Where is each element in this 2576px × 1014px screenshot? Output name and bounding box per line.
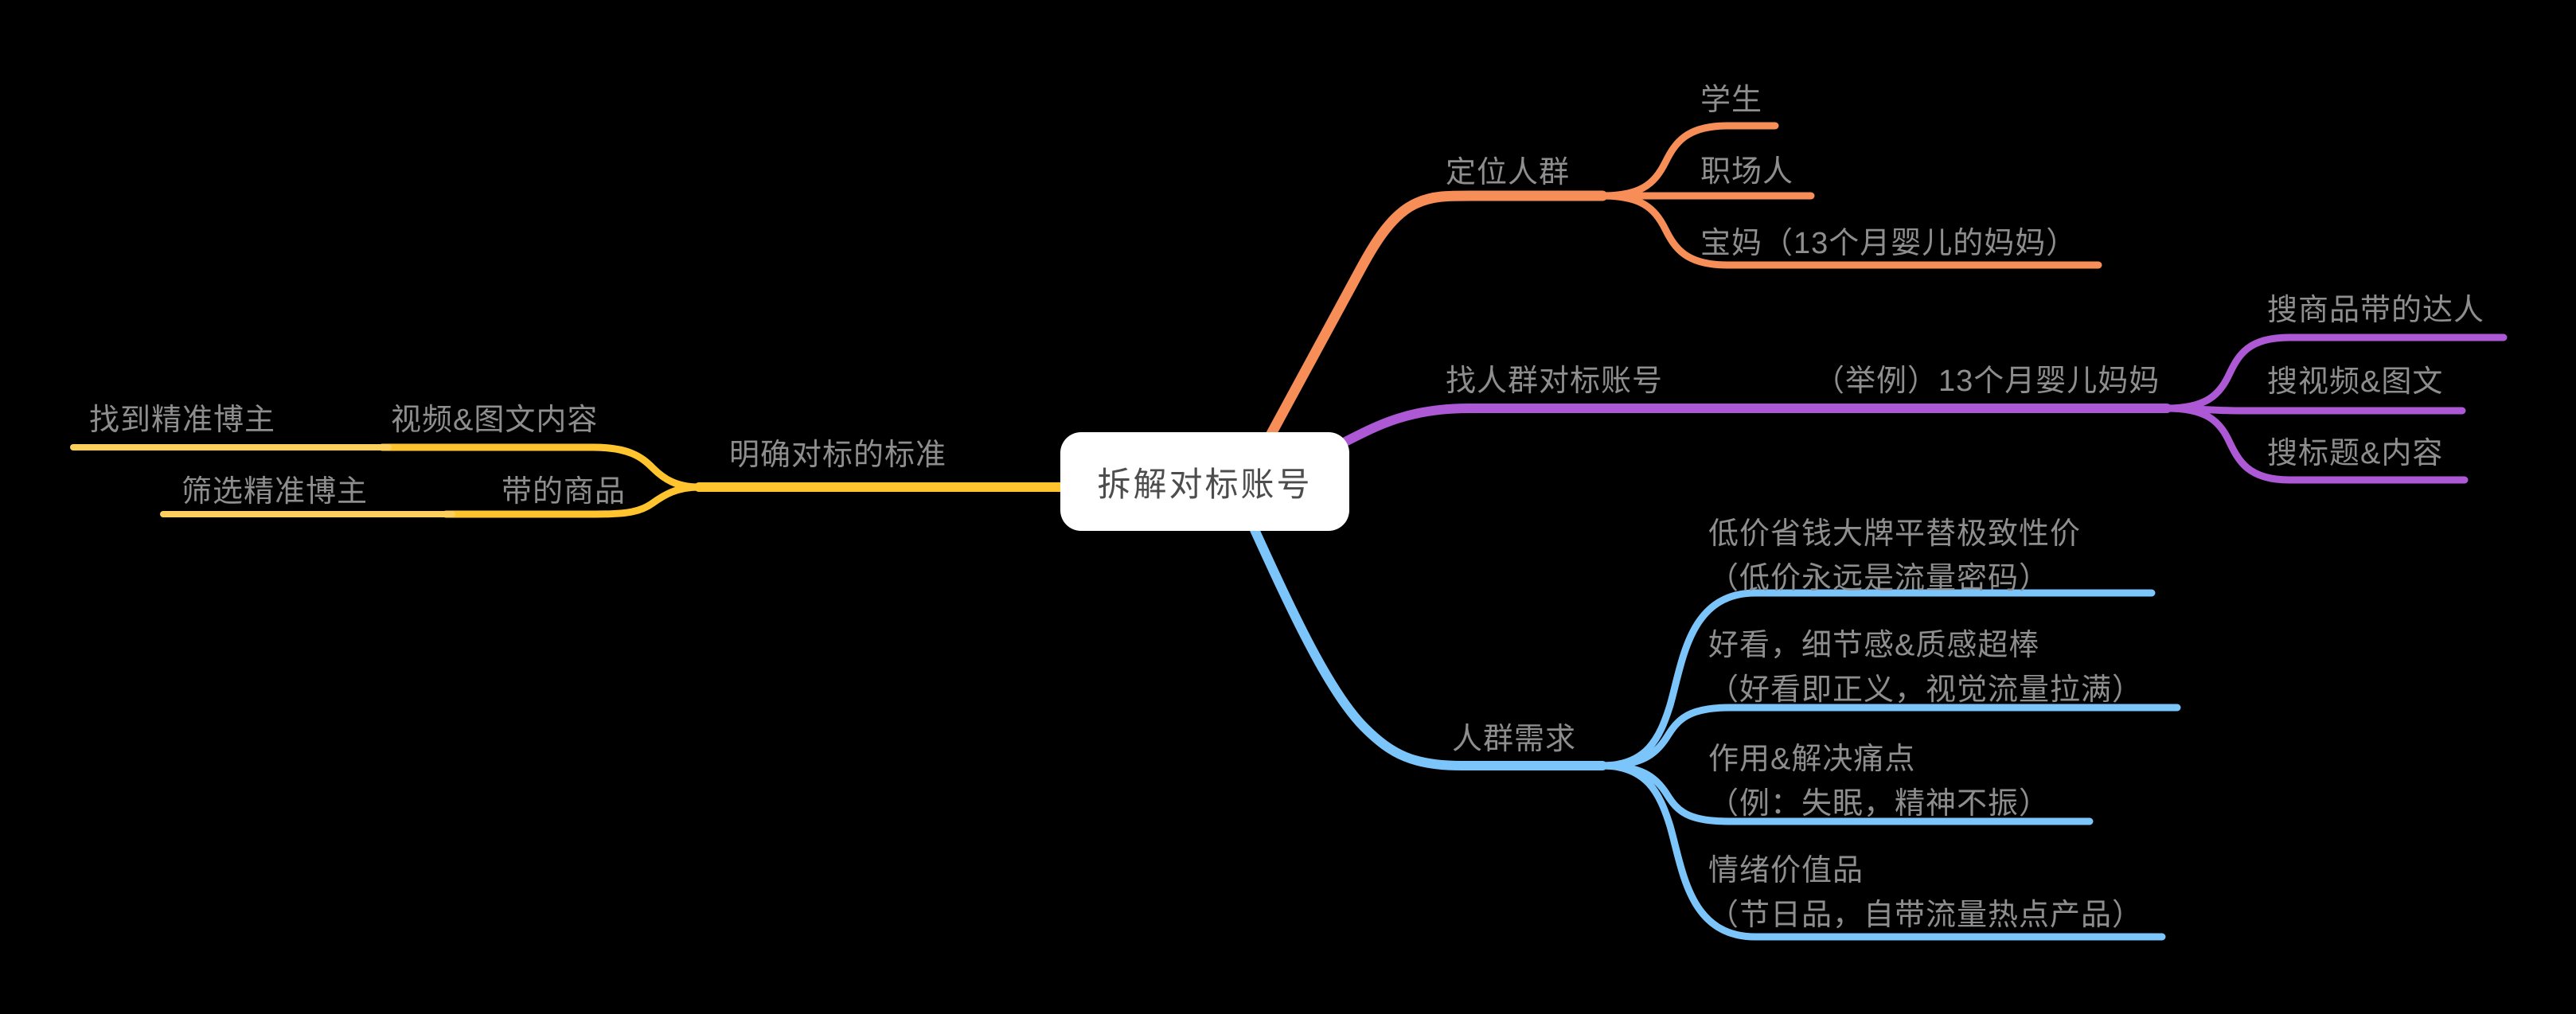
subtopic-find-precise-blogger[interactable]: 找到精准博主	[89, 404, 276, 437]
branch-line-needs-item-4	[1598, 762, 2166, 941]
branch-line-standard-video	[378, 443, 703, 491]
root-topic[interactable]: 拆解对标账号	[1060, 432, 1349, 531]
subtopic-search-product-daren[interactable]: 搜商品带的达人	[2267, 294, 2485, 327]
topic-audience[interactable]: 定位人群	[1446, 156, 1571, 189]
subtopic-need-good-looking[interactable]: 好看，细节感&质感超棒 （好看即正义，视觉流量拉满）	[1708, 629, 2144, 707]
branch-line-needs-item-2	[1598, 704, 2181, 770]
branch-line-audience-mom	[1598, 192, 2102, 269]
root-topic-label: 拆解对标账号	[1097, 465, 1313, 503]
subtopic-need-low-price[interactable]: 低价省钱大牌平替极致性价 （低价永远是流量密码）	[1708, 517, 2082, 595]
topic-benchmark-accounts[interactable]: 找人群对标账号	[1446, 365, 1664, 398]
subtopic-example-baby-mom[interactable]: （举例）13个月婴儿妈妈	[1814, 365, 2160, 398]
subtopic-need-emotional-value[interactable]: 情绪价值品 （节日品，自带流量热点产品）	[1708, 854, 2144, 932]
subtopic-filter-precise-blogger[interactable]: 筛选精准博主	[181, 475, 369, 509]
subtopic-student[interactable]: 学生	[1700, 84, 1763, 117]
subtopic-search-video-image[interactable]: 搜视频&图文	[2267, 365, 2444, 399]
branch-line-benchmark-search-daren	[2163, 333, 2508, 412]
subtopic-carried-goods[interactable]: 带的商品	[502, 475, 626, 509]
topic-needs[interactable]: 人群需求	[1452, 723, 1577, 756]
branch-line-benchmark-trunk	[1323, 404, 2172, 455]
subtopic-search-title-content[interactable]: 搜标题&内容	[2267, 437, 2444, 470]
branch-line-benchmark-search-title	[2163, 404, 2469, 484]
branch-line-needs-trunk	[1243, 511, 1607, 770]
topic-standard[interactable]: 明确对标的标准	[729, 439, 947, 472]
branch-line-audience-trunk	[1230, 190, 1608, 505]
subtopic-baby-mom[interactable]: 宝妈（13个月婴儿的妈妈）	[1700, 227, 2078, 260]
subtopic-office-worker[interactable]: 职场人	[1700, 155, 1794, 189]
branch-line-benchmark-search-video	[2163, 404, 2466, 415]
branch-line-needs-item-1	[1598, 589, 2156, 770]
subtopic-video-image-content[interactable]: 视频&图文内容	[391, 404, 599, 437]
branch-line-standard-goods	[442, 483, 703, 518]
subtopic-need-solve-painpoint[interactable]: 作用&解决痛点 （例：失眠，精神不振）	[1708, 743, 2051, 821]
